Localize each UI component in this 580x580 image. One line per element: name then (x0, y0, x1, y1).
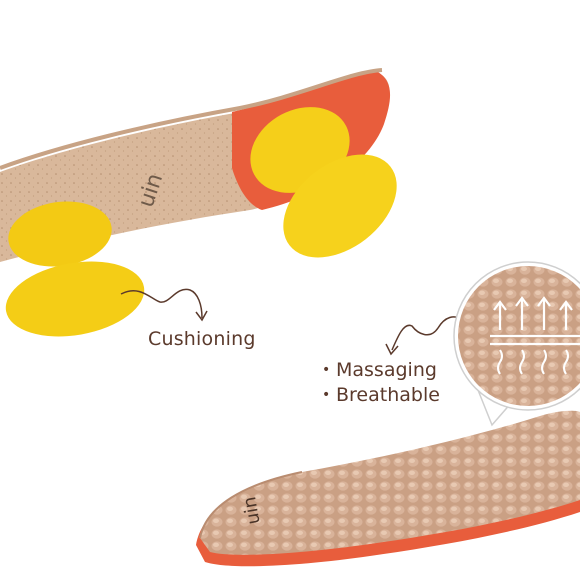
heel-pad (8, 201, 112, 267)
loose-heel-pad (5, 261, 145, 337)
cushioning-label: Cushioning (148, 328, 256, 350)
bullet: • (322, 387, 331, 403)
feature-label: Massaging (336, 359, 437, 381)
loose-forefoot-pad (283, 154, 397, 258)
feature-arrow-icon (385, 316, 467, 356)
feature-item: • Breathable (322, 383, 440, 408)
zoom-callout (453, 261, 580, 427)
wavy-lines-icon (497, 349, 569, 375)
bullet: • (322, 362, 331, 378)
feature-list: • Massaging • Breathable (322, 358, 440, 408)
breathable-arrows-icon (490, 296, 580, 346)
bottom-insole (196, 410, 580, 567)
curved-arrow-icon (120, 288, 208, 322)
brand-logo-bottom: uin (239, 494, 265, 527)
feature-label: Breathable (336, 384, 440, 406)
feature-item: • Massaging (322, 358, 440, 383)
top-insole (0, 68, 391, 267)
